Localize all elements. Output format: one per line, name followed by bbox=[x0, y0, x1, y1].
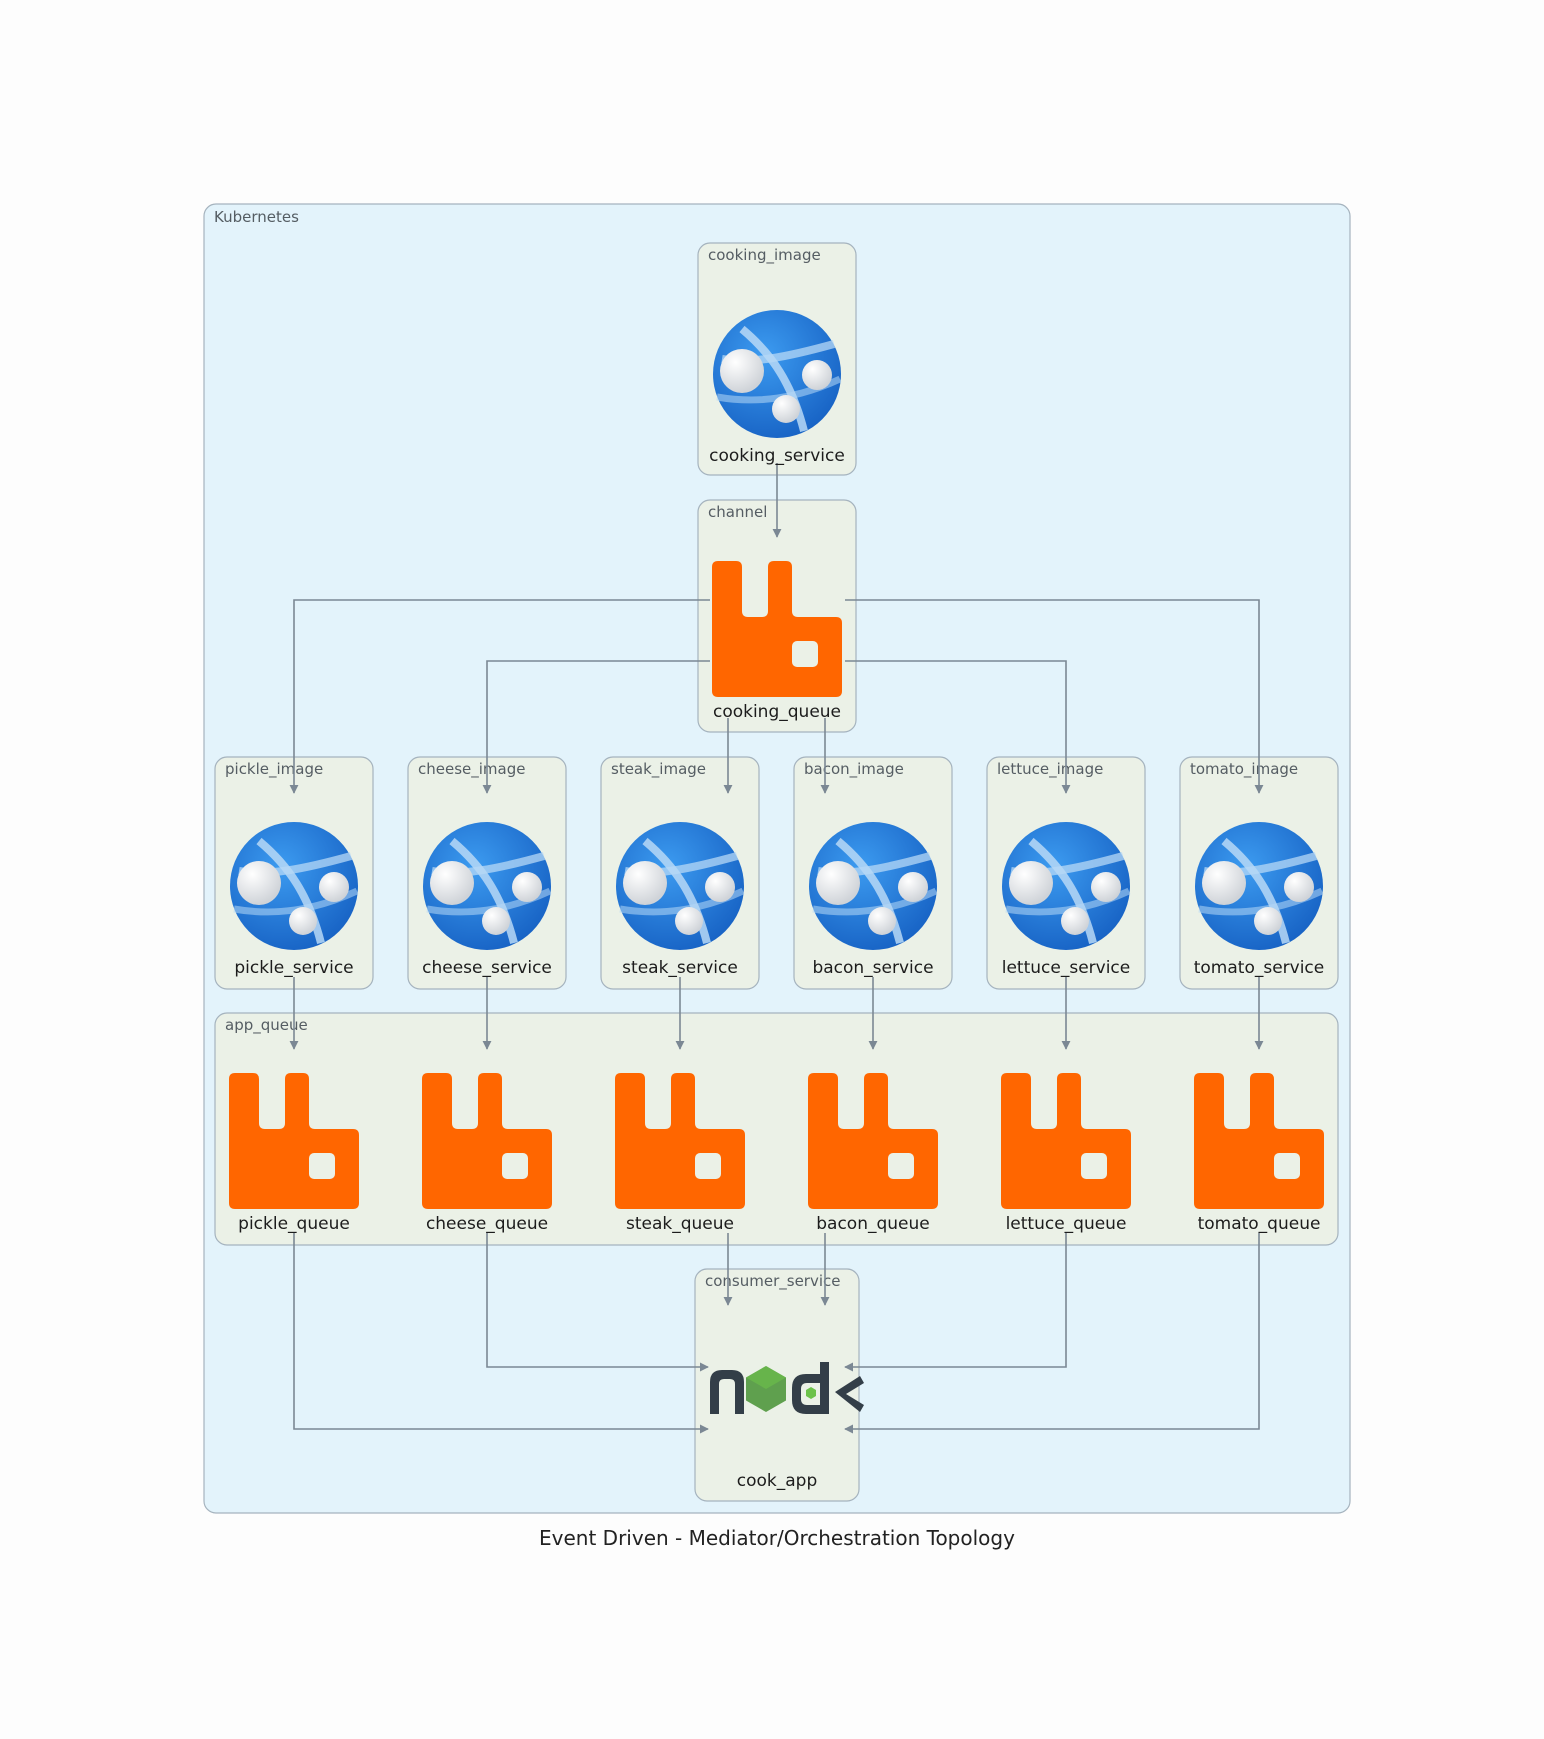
cluster-label-consumer-service: consumer_service bbox=[705, 1272, 841, 1291]
edge-lettuce-queue-to-cook-app bbox=[844, 1233, 1067, 1372]
node-label-cooking-service: cooking_service bbox=[709, 446, 845, 466]
diagram-caption: Event Driven - Mediator/Orchestration To… bbox=[539, 1526, 1015, 1550]
cluster-label-lettuce-image: lettuce_image bbox=[997, 760, 1103, 779]
cluster-label-app-queue: app_queue bbox=[225, 1016, 308, 1035]
edge-cooking-queue-to-cheese-service bbox=[482, 660, 710, 794]
node-label-pickle-service: pickle_service bbox=[234, 958, 353, 978]
azure-app-service-icon bbox=[713, 310, 841, 438]
node-steak-queue[interactable]: steak_queue bbox=[615, 1073, 745, 1234]
node-label-steak-queue: steak_queue bbox=[626, 1214, 734, 1234]
cluster-label-cooking-image: cooking_image bbox=[708, 246, 821, 265]
node-lettuce-service[interactable]: lettuce_service bbox=[1002, 822, 1131, 978]
nodejs-icon bbox=[710, 1362, 864, 1414]
node-label-cook-app: cook_app bbox=[737, 1471, 818, 1491]
node-pickle-queue[interactable]: pickle_queue bbox=[229, 1073, 359, 1234]
node-label-bacon-service: bacon_service bbox=[812, 958, 933, 978]
node-cheese-service[interactable]: cheese_service bbox=[422, 822, 552, 978]
node-cheese-queue[interactable]: cheese_queue bbox=[422, 1073, 552, 1234]
azure-app-service-icon bbox=[809, 822, 937, 950]
node-label-lettuce-service: lettuce_service bbox=[1002, 958, 1131, 978]
node-label-bacon-queue: bacon_queue bbox=[816, 1214, 930, 1234]
node-label-tomato-service: tomato_service bbox=[1194, 958, 1325, 978]
cluster-label-pickle-image: pickle_image bbox=[225, 760, 323, 779]
cluster-label-tomato-image: tomato_image bbox=[1190, 760, 1298, 779]
azure-app-service-icon bbox=[616, 822, 744, 950]
node-steak-service[interactable]: steak_service bbox=[616, 822, 744, 978]
edge-cheese-queue-to-cook-app bbox=[486, 1233, 709, 1372]
node-label-cooking-queue: cooking_queue bbox=[713, 702, 841, 722]
cluster-label-channel: channel bbox=[708, 503, 767, 521]
azure-app-service-icon bbox=[423, 822, 551, 950]
cluster-label-cheese-image: cheese_image bbox=[418, 760, 525, 779]
node-label-pickle-queue: pickle_queue bbox=[238, 1214, 350, 1234]
node-lettuce-queue[interactable]: lettuce_queue bbox=[1001, 1073, 1131, 1234]
node-cook-app[interactable]: cook_app bbox=[710, 1362, 864, 1491]
node-label-cheese-queue: cheese_queue bbox=[426, 1214, 548, 1234]
azure-app-service-icon bbox=[230, 822, 358, 950]
edge-cooking-queue-to-pickle-service bbox=[289, 599, 710, 794]
azure-app-service-icon bbox=[1195, 822, 1323, 950]
edge-pickle-queue-to-cook-app bbox=[293, 1233, 709, 1434]
node-tomato-queue[interactable]: tomato_queue bbox=[1194, 1073, 1324, 1234]
node-bacon-service[interactable]: bacon_service bbox=[809, 822, 937, 978]
node-tomato-service[interactable]: tomato_service bbox=[1194, 822, 1325, 978]
cluster-label-steak-image: steak_image bbox=[611, 760, 706, 779]
node-pickle-service[interactable]: pickle_service bbox=[230, 822, 358, 978]
edges bbox=[289, 463, 1264, 1434]
node-cooking-service[interactable]: cooking_service bbox=[709, 310, 845, 466]
node-label-lettuce-queue: lettuce_queue bbox=[1006, 1214, 1127, 1234]
edge-cooking-queue-to-lettuce-service bbox=[845, 660, 1071, 794]
node-label-steak-service: steak_service bbox=[622, 958, 738, 978]
edge-tomato-queue-to-cook-app bbox=[844, 1233, 1260, 1434]
edge-cooking-queue-to-tomato-service bbox=[845, 599, 1264, 794]
node-label-cheese-service: cheese_service bbox=[422, 958, 552, 978]
node-cooking-queue[interactable]: cooking_queue bbox=[712, 561, 842, 722]
cluster-app-queue bbox=[214, 1012, 1339, 1246]
node-label-tomato-queue: tomato_queue bbox=[1198, 1214, 1321, 1234]
node-bacon-queue[interactable]: bacon_queue bbox=[808, 1073, 938, 1234]
cluster-label-kubernetes: Kubernetes bbox=[214, 208, 299, 226]
cluster-label-bacon-image: bacon_image bbox=[804, 760, 904, 779]
azure-app-service-icon bbox=[1002, 822, 1130, 950]
